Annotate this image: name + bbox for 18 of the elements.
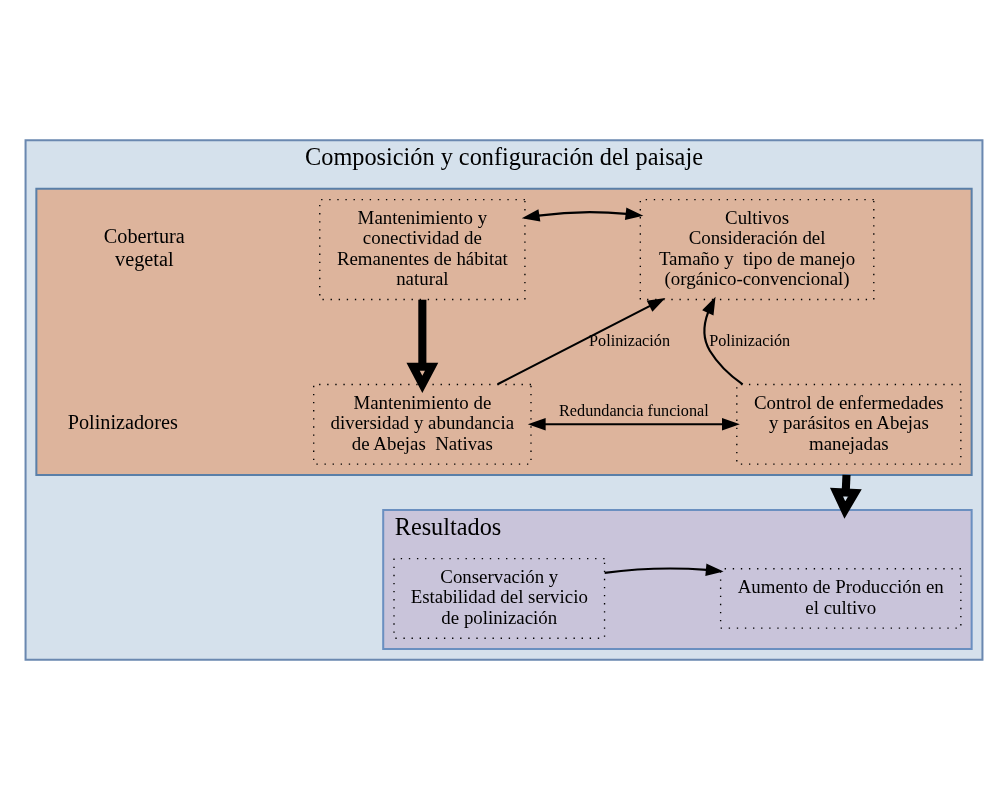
edge-label: Polinización — [708, 331, 790, 350]
node-box: Conservación y Estabilidad del servicio de polinización — [392, 557, 605, 639]
node-box: Aumento de Producción en el cultivo — [719, 567, 962, 629]
label: Polinizadores — [67, 410, 178, 433]
node-box: Mantenimiento y conectividad de Remanentes de hábitat natural — [318, 198, 526, 300]
arrow — [496, 297, 665, 385]
arrow — [521, 207, 643, 222]
arrow — [405, 299, 438, 393]
arrow — [701, 296, 743, 385]
node-box: Mantenimiento de diversidad y abundancia de Abejas Nativas — [312, 383, 532, 465]
arrow — [604, 563, 724, 576]
node-box: Cultivos Consideración del Tamaño y tipo de manejo (orgánico-convencional) — [639, 198, 874, 300]
node-box: Control de enfermedades y parásitos en Abejas manejadas — [735, 383, 962, 465]
label: Cobertura vegetal — [103, 224, 185, 270]
edge-label: Redundancia funcional — [558, 401, 709, 420]
cluster — [34, 187, 973, 476]
edge-label: Polinización — [588, 331, 670, 350]
arrow — [527, 417, 740, 431]
